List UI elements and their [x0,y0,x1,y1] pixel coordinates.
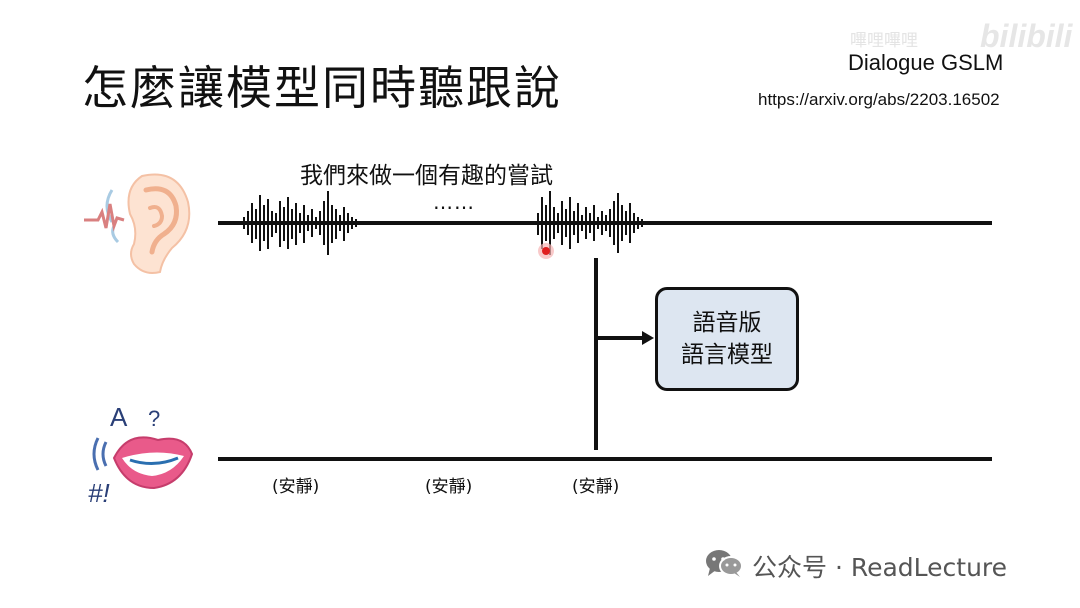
silence-label-2: (安靜) [425,477,473,497]
pointer-dot [537,242,555,260]
ear-icon [84,168,204,278]
waveform-left [240,183,362,263]
model-box-line1: 語音版 [692,310,762,336]
silence-label-3: (安靜) [572,477,620,497]
footer-text: 公众号 · ReadLecture [752,553,1008,582]
footer: 公众号 · ReadLecture [704,548,1007,584]
mouth-letter-hash: #! [88,478,110,508]
bilibili-logo: bilibili [980,18,1073,54]
mouth-letter-question: ? [148,406,161,431]
slide-title: 怎麼讓模型同時聽跟說 [82,61,562,115]
mouth-letter-a: A [110,402,128,432]
speech-transcript: 我們來做一個有趣的嘗試 [300,163,553,189]
watermark-text: 嗶哩嗶哩 [850,31,918,50]
reference-name: Dialogue GSLM [848,50,1004,75]
connector-vertical [594,258,598,450]
wechat-icon [704,548,744,584]
speech-ellipsis: …… [433,190,475,214]
silence-label-1: (安靜) [272,477,320,497]
arrow-to-model [596,328,656,348]
reference-url[interactable]: https://arxiv.org/abs/2203.16502 [758,90,1000,109]
waveform-right [534,183,652,263]
model-box-line2: 語言模型 [681,342,773,368]
mouth-icon: A ? #! [84,402,200,512]
speaking-timeline [218,457,992,461]
speech-language-model-box: 語音版 語言模型 [655,287,799,391]
